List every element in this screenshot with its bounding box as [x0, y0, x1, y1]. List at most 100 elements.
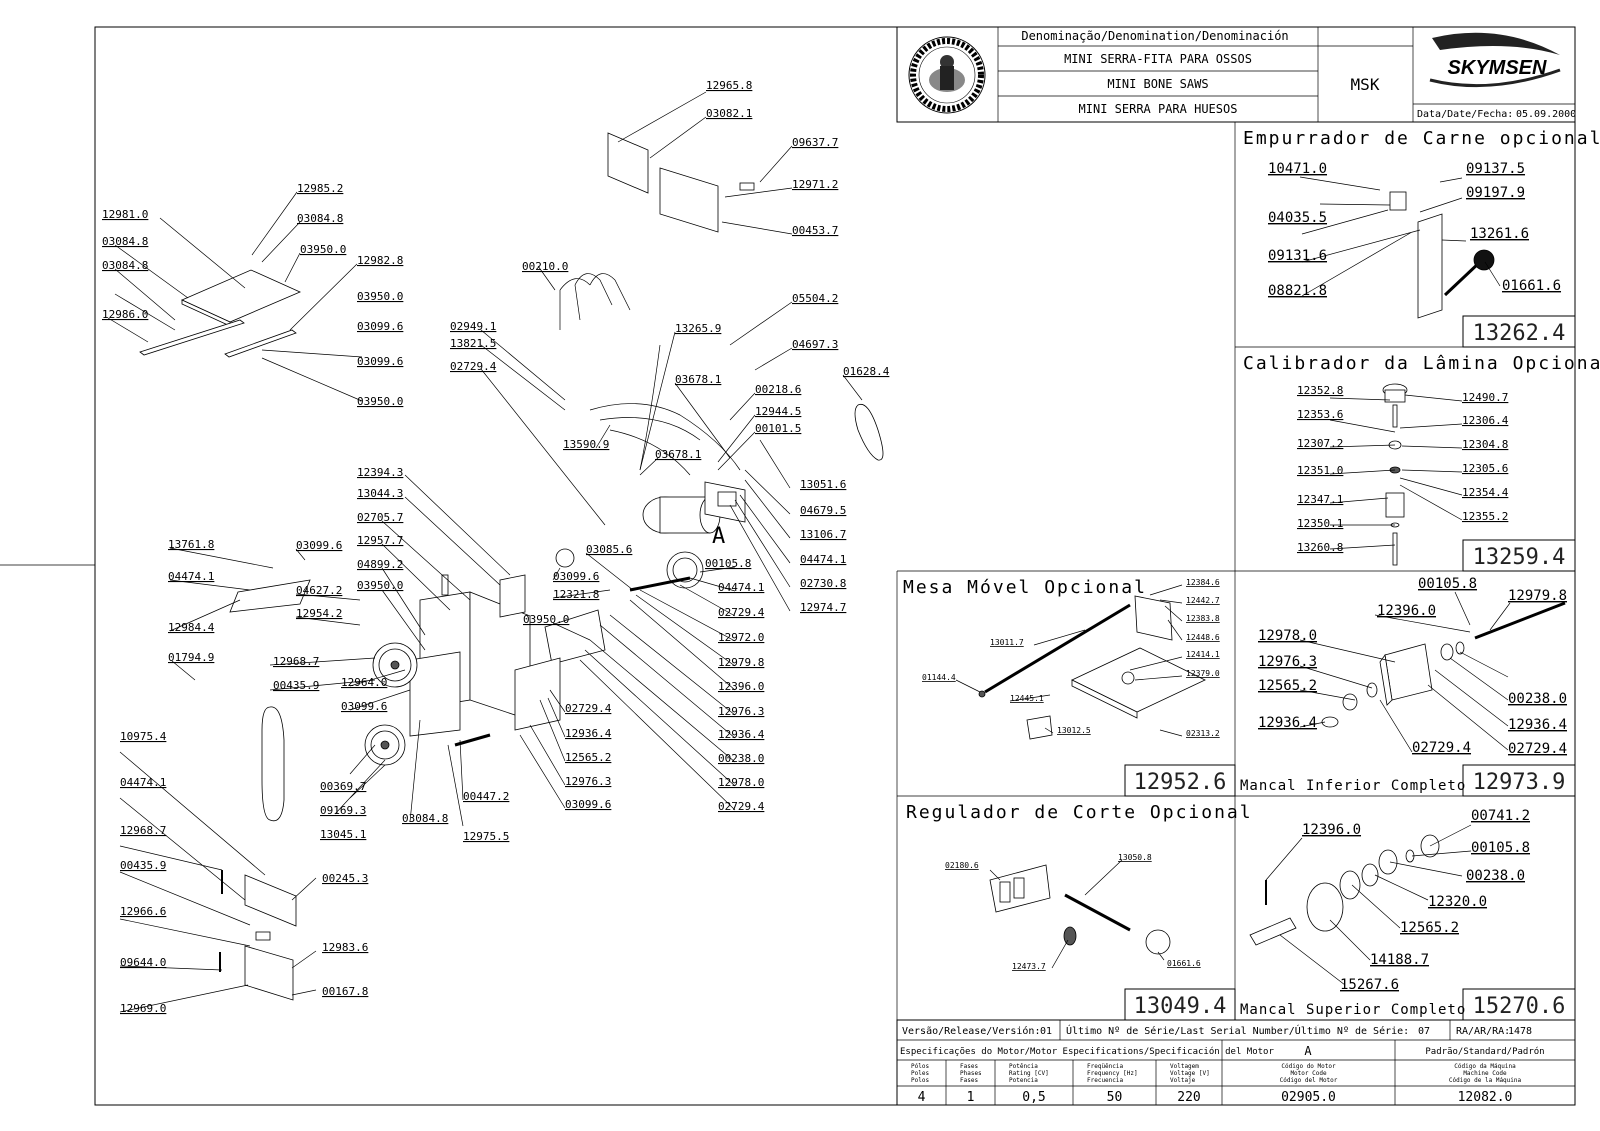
part-label: 00238.0 [718, 752, 764, 765]
part-label: 12969.0 [120, 1002, 166, 1015]
main-exploded-view: A [107, 91, 884, 1013]
spec-column-label: Frecuencia [1087, 1077, 1124, 1084]
version-value: 01 [1040, 1026, 1052, 1037]
part-label: 09644.0 [120, 956, 166, 969]
spec-column-value: 4 [918, 1090, 926, 1105]
spec-column-value: 50 [1107, 1090, 1123, 1105]
part-label: 02729.4 [718, 800, 765, 813]
spec-column-label: Motor Code [1290, 1070, 1327, 1077]
spec-column-label: Código da Máquina [1454, 1063, 1516, 1070]
part-label: 03950.0 [357, 290, 403, 303]
name-pt: MINI SERRA-FITA PARA OSSOS [1064, 52, 1252, 66]
part-label: 15267.6 [1340, 977, 1399, 993]
part-label: 12968.7 [120, 824, 166, 837]
part-label: 12971.2 [792, 178, 838, 191]
mancal-inferior-labels: 00105.812979.812396.012978.012976.312565… [1258, 576, 1567, 757]
part-label: 00238.0 [1508, 691, 1567, 707]
part-label: 03082.1 [706, 107, 752, 120]
part-label: 12944.5 [755, 405, 801, 418]
part-label: 12321.8 [553, 588, 599, 601]
part-label: 04697.3 [792, 338, 838, 351]
part-label: 12983.6 [322, 941, 368, 954]
part-label: 12978.0 [1258, 628, 1317, 644]
part-label: 12982.8 [357, 254, 403, 267]
part-label: 04679.5 [800, 504, 846, 517]
mancal-inferior-artwork [1299, 591, 1566, 753]
version-label: Versão/Release/Versión: [902, 1025, 1040, 1037]
section-regulador-number: 13049.4 [1134, 994, 1227, 1019]
part-label: 13821.5 [450, 337, 496, 350]
part-label: 12384.6 [1186, 578, 1220, 587]
date-label: Data/Date/Fecha: [1417, 109, 1513, 120]
part-label: 03678.1 [655, 448, 701, 461]
part-label: 12396.0 [718, 680, 764, 693]
motor-letter: A [712, 524, 725, 549]
part-label: 03084.8 [297, 212, 343, 225]
part-label: 12394.3 [357, 466, 403, 479]
part-label: 12986.0 [102, 308, 148, 321]
part-label: 12396.0 [1302, 822, 1361, 838]
spec-column-label: Rating [CV] [1009, 1070, 1049, 1077]
calibrador-artwork [1329, 383, 1463, 566]
part-label: 09197.9 [1466, 185, 1525, 201]
part-label: 12304.8 [1462, 438, 1508, 451]
part-label: 12978.0 [718, 776, 764, 789]
mesa-labels: 12384.612442.712383.812448.613011.712414… [922, 578, 1220, 738]
section-mesa-number: 12952.6 [1134, 770, 1227, 795]
spec-columns: PólosPolesPolos4FasesPhasesFases1Potênci… [911, 1063, 1522, 1105]
part-label: 00245.3 [322, 872, 368, 885]
part-label: 12965.8 [706, 79, 752, 92]
part-label: 00369.7 [320, 780, 366, 793]
spec-column-label: Voltage [V] [1170, 1070, 1210, 1077]
part-label: 12966.6 [120, 905, 166, 918]
part-label: 01661.6 [1502, 278, 1561, 294]
part-label: 03099.6 [296, 539, 342, 552]
part-label: 13051.6 [800, 478, 846, 491]
part-label: 13260.8 [1297, 541, 1343, 554]
part-label: 02313.2 [1186, 729, 1220, 738]
part-label: 00105.8 [1418, 576, 1477, 592]
spec-column-label: Potência [1009, 1063, 1038, 1070]
part-label: 02729.4 [1412, 740, 1471, 756]
part-label: 02730.8 [800, 577, 846, 590]
part-label: 09137.5 [1466, 161, 1525, 177]
part-label: 12972.0 [718, 631, 764, 644]
part-label: 12354.4 [1462, 486, 1509, 499]
part-label: 12445.1 [1010, 694, 1044, 703]
part-label: 12379.0 [1186, 669, 1220, 678]
part-label: 13050.8 [1118, 853, 1152, 862]
motor-spec-letter: A [1304, 1044, 1312, 1058]
motor-spec-header: Especificações do Motor/Motor Especifica… [900, 1046, 1274, 1057]
spec-column-label: Polos [911, 1077, 929, 1084]
part-label: 00101.5 [755, 422, 801, 435]
part-label: 13761.8 [168, 538, 214, 551]
part-label: 03950.0 [357, 579, 403, 592]
spec-column-label: Phases [960, 1070, 982, 1077]
model-code: MSK [1351, 75, 1380, 94]
part-label: 12976.3 [1258, 654, 1317, 670]
part-label: 01144.4 [922, 673, 956, 682]
part-label: 12347.1 [1297, 493, 1343, 506]
part-label: 12954.2 [296, 607, 342, 620]
spec-column-label: Freqüência [1087, 1063, 1124, 1070]
section-mancal-inferior-number: 12973.9 [1473, 770, 1566, 795]
denomination-header: Denominação/Denomination/Denominación [1021, 29, 1288, 43]
part-label: 04474.1 [718, 581, 764, 594]
machine-header: Padrão/Standard/Padrón [1425, 1046, 1544, 1057]
part-label: 00218.6 [755, 383, 801, 396]
main-part-labels: 12965.803082.109637.712971.200453.712985… [102, 79, 890, 1015]
name-es: MINI SERRA PARA HUESOS [1079, 102, 1238, 116]
part-label: 14188.7 [1370, 952, 1429, 968]
part-label: 12320.0 [1428, 894, 1487, 910]
part-label: 12396.0 [1377, 603, 1436, 619]
part-label: 12351.0 [1297, 464, 1343, 477]
part-label: 12984.4 [168, 621, 215, 634]
spec-column-label: Fases [960, 1063, 978, 1070]
part-label: 08821.8 [1268, 283, 1327, 299]
part-label: 03099.6 [565, 798, 611, 811]
part-label: 13261.6 [1470, 226, 1529, 242]
part-label: 02729.4 [1508, 741, 1567, 757]
serial-label: Último Nº de Série/Last Serial Number/Úl… [1066, 1024, 1409, 1037]
